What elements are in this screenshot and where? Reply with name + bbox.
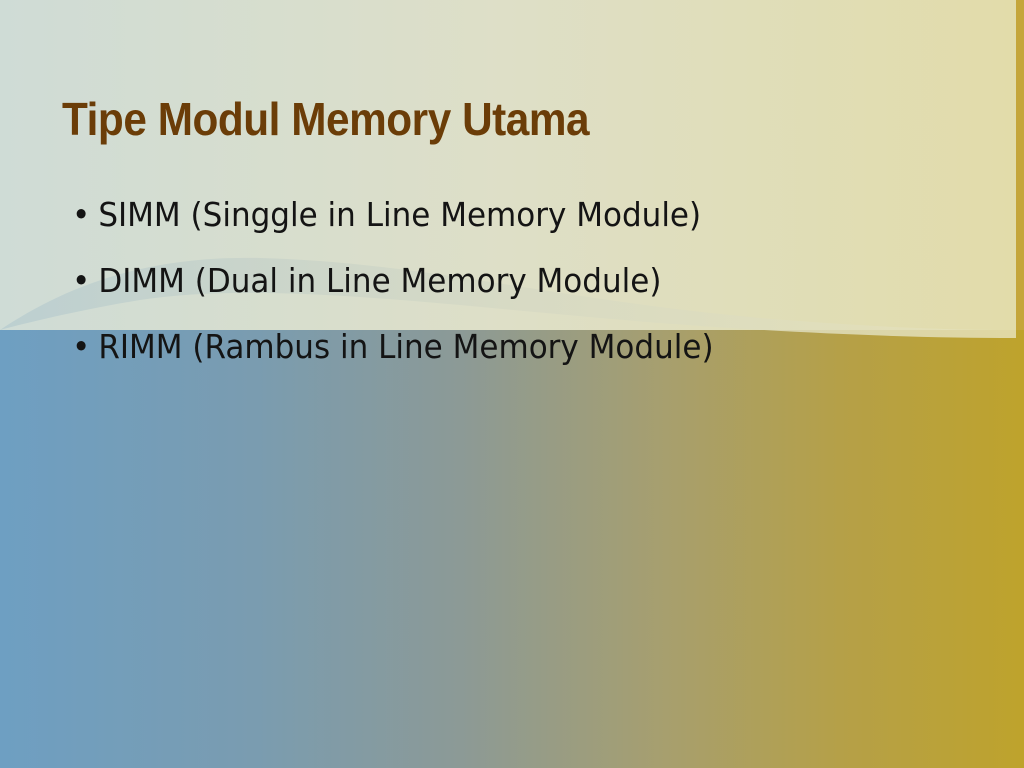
bullet-list: •SIMM (Singgle in Line Memory Module) •D… — [72, 190, 755, 388]
bullet-text: RIMM (Rambus in Line Memory Module) — [98, 327, 714, 366]
bullet-dot: • — [72, 195, 91, 234]
bullet-item-dimm: •DIMM (Dual in Line Memory Module) — [72, 256, 714, 322]
bullet-dot: • — [72, 261, 91, 300]
panel-edge-strip — [1016, 0, 1024, 330]
bullet-item-simm: •SIMM (Singgle in Line Memory Module) — [72, 190, 714, 256]
bullet-dot: • — [72, 327, 91, 366]
bullet-item-rimm: •RIMM (Rambus in Line Memory Module) — [72, 322, 714, 388]
swoosh-shape — [0, 257, 1016, 338]
bullet-text: SIMM (Singgle in Line Memory Module) — [98, 195, 702, 234]
slide-title: Tipe Modul Memory Utama — [62, 93, 590, 145]
bullet-text: DIMM (Dual in Line Memory Module) — [98, 261, 662, 300]
top-panel-shape — [0, 0, 1016, 330]
